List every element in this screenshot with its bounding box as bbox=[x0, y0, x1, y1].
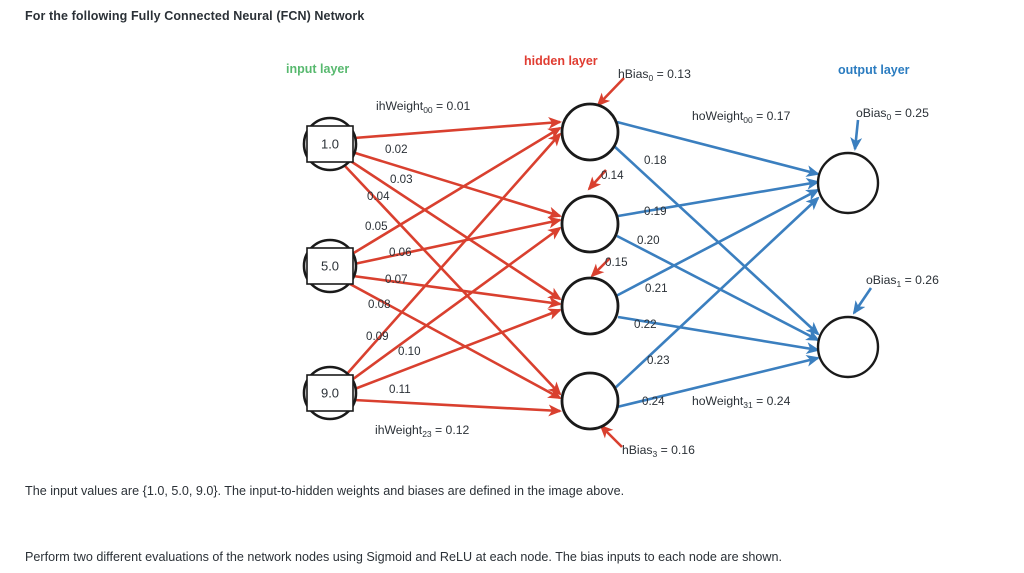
body-text-line-1: The input values are {1.0, 5.0, 9.0}. Th… bbox=[25, 484, 625, 498]
hidden-bias-label-hbias_2: 0.15 bbox=[605, 256, 628, 269]
output-node-1-circle bbox=[816, 315, 880, 379]
ho-weight-label-ho_21: 0.22 bbox=[634, 318, 657, 331]
hbias-3-arrow bbox=[599, 424, 623, 448]
hidden-bias-label-hbias_3: hBias3 = 0.16 bbox=[622, 443, 695, 459]
hidden-nodes bbox=[560, 102, 620, 431]
ho-weight-label-ho_30: 0.23 bbox=[647, 354, 670, 367]
hidden-bias-label-hbias_1: 0.14 bbox=[601, 169, 624, 182]
hidden-node-0-circle bbox=[560, 102, 620, 162]
input-node-2-box bbox=[306, 374, 354, 412]
hidden-node-2-circle bbox=[560, 276, 620, 336]
ho-weight-label-ho_11: 0.20 bbox=[637, 234, 660, 247]
output-node-0-circle bbox=[816, 151, 880, 215]
hidden-layer-label: hidden layer bbox=[524, 54, 598, 68]
ho-weight-label-ho_20: 0.21 bbox=[645, 282, 668, 295]
page-title: For the following Fully Connected Neural… bbox=[25, 9, 365, 23]
ih-weight-label-ih_02: 0.03 bbox=[390, 173, 413, 186]
ih-weight-label-ih_03: 0.04 bbox=[367, 190, 390, 203]
obias-0-arrow bbox=[850, 119, 863, 152]
ih-weight-label-ih_01: 0.02 bbox=[385, 143, 408, 156]
input-to-hidden-edges bbox=[344, 116, 563, 417]
ho-weight-label-ho_31-short: 0.24 bbox=[642, 395, 665, 408]
hidden-node-3-circle bbox=[560, 371, 620, 431]
ih-weight-label-ih_13: 0.08 bbox=[368, 298, 391, 311]
hidden-to-output-edges bbox=[613, 120, 821, 409]
output-bias-label-obias_0: oBias0 = 0.25 bbox=[856, 106, 929, 122]
ih-weight-label-ih_11: 0.06 bbox=[389, 246, 412, 259]
ho-weight-label-ho_31_full: hoWeight31 = 0.24 bbox=[692, 394, 791, 410]
hidden-node-1-circle bbox=[560, 194, 620, 254]
ih-weight-label-ih_22: 0.11 bbox=[389, 383, 411, 396]
obias-1-arrow bbox=[852, 287, 873, 315]
hbias-1-arrow bbox=[587, 169, 607, 191]
output-bias-label-obias_1: oBias1 = 0.26 bbox=[866, 273, 939, 289]
ho-weight-label-ho_10: 0.19 bbox=[644, 205, 667, 218]
input-node-0-box bbox=[306, 125, 354, 163]
hidden-bias-label-hbias_0: hBias0 = 0.13 bbox=[618, 67, 691, 83]
body-text-line-2: Perform two different evaluations of the… bbox=[25, 550, 783, 564]
ih-weight-label-ih_12: 0.07 bbox=[385, 273, 408, 286]
ho-weight-label-ho_01: 0.18 bbox=[644, 154, 667, 167]
ih-weight-label-ih_10: 0.05 bbox=[365, 220, 388, 233]
ho-weight-label-ho_00: hoWeight00 = 0.17 bbox=[692, 109, 791, 125]
output-nodes bbox=[816, 151, 880, 379]
ih-weight-label-ih_23: ihWeight23 = 0.12 bbox=[375, 423, 470, 439]
ih-weight-label-ih_20: 0.09 bbox=[366, 330, 389, 343]
input-node-1-box bbox=[306, 247, 354, 285]
ih-weight-label-ih_00: ihWeight00 = 0.01 bbox=[376, 99, 471, 115]
hbias-2-arrow bbox=[590, 257, 611, 278]
bias-arrows bbox=[587, 77, 873, 448]
input-node-2-value: 9.0 bbox=[320, 385, 340, 401]
hbias-0-arrow bbox=[596, 77, 625, 107]
input-layer-label: input layer bbox=[286, 62, 350, 76]
input-node-1-value: 5.0 bbox=[320, 258, 340, 274]
input-node-0-value: 1.0 bbox=[320, 136, 340, 152]
input-node-boxes bbox=[306, 125, 354, 412]
output-layer-label: output layer bbox=[838, 63, 910, 77]
ih-weight-label-ih_21: 0.10 bbox=[398, 345, 421, 358]
